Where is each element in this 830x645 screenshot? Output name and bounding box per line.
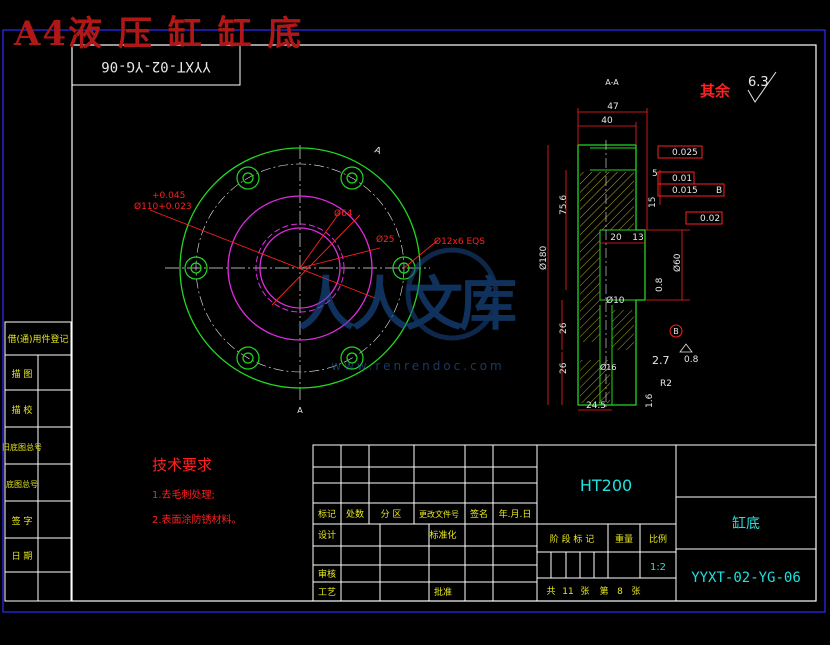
tol-perp: 0.01 (672, 174, 692, 184)
tech-req-item-1: 1.去毛刺处理; (152, 489, 215, 501)
dim-d25: Ø25 (376, 234, 395, 245)
cut-label-bottom: A (297, 406, 303, 415)
front-view: +0.045 Ø110+0.023 Ø64 Ø25 Ø12x6 EQS A A (134, 145, 485, 415)
side-label-3: 旧底图总号 (2, 442, 42, 452)
tol-circ-ref: B (716, 186, 722, 196)
dim-holes: Ø12x6 EQS (434, 236, 485, 247)
dim-d64: Ø64 (334, 208, 353, 219)
tb-design: 设计 (318, 529, 336, 541)
cut-label-top: A (373, 145, 383, 157)
dim-13: 13 (632, 233, 643, 243)
tb-drawing-no: YYXT-02-YG-06 (691, 570, 801, 586)
dim-26b: 26 (559, 362, 569, 374)
section-view: A-A (538, 71, 777, 411)
dim-47: 47 (607, 102, 618, 112)
tb-material: HT200 (580, 476, 632, 495)
drawing-title: A4液 压 缸 缸 底 (14, 14, 304, 54)
tb-header-4: 签名 (470, 508, 488, 520)
side-column: 借(通)用件登记 描 图 描 校 旧底图总号 底图总号 签 字 日 期 (2, 321, 72, 602)
dim-15: 15 (648, 197, 658, 208)
dim-5: 5 (652, 169, 658, 179)
watermark: 人人文库 www.renrendoc.com (297, 247, 520, 373)
title-block (312, 444, 817, 602)
roughness-value: 6.3 (748, 75, 769, 90)
dim-16: Ø16 (600, 362, 616, 372)
dim-26a: 26 (559, 322, 569, 334)
tb-sheet-label: 第 (599, 585, 608, 597)
datum-b: B (673, 327, 679, 336)
tb-sheet: 8 (617, 587, 623, 597)
tb-part-name: 缸底 (732, 515, 760, 532)
dim-75-6: 75.6 (559, 195, 569, 215)
tb-process: 工艺 (318, 587, 336, 598)
tb-standardize: 标准化 (429, 529, 456, 541)
dim-60: Ø60 (672, 253, 683, 272)
tb-total: 11 (562, 587, 573, 597)
tb-scale: 1:2 (650, 562, 666, 573)
tb-header-1: 处数 (346, 508, 364, 520)
side-label-2: 描 校 (12, 404, 33, 416)
tol-circ: 0.015 (672, 186, 698, 196)
dim-10: Ø10 (606, 295, 625, 306)
side-label-4: 底图总号 (6, 479, 38, 489)
side-label-5: 签 字 (12, 515, 33, 527)
watermark-text: 人人文库 (297, 270, 516, 338)
tb-weight: 重量 (615, 533, 633, 545)
tb-review: 审核 (318, 568, 336, 580)
tol-flat: 0.025 (672, 148, 698, 158)
outer-frame (2, 29, 826, 613)
tb-sheet-unit: 张 (631, 586, 640, 597)
roughness-prefix: 其余 (700, 82, 731, 100)
dim-1-6: 1.6 (645, 393, 655, 408)
tb-total-label: 共 (546, 586, 555, 597)
mirrored-code-box: YYXT-02-YG-06 (71, 44, 241, 86)
side-label-0: 借(通)用件登记 (7, 333, 68, 345)
dim-r2: R2 (660, 379, 672, 389)
dim-40: 40 (601, 116, 613, 126)
mirrored-code: YYXT-02-YG-06 (101, 58, 211, 74)
tb-header-2: 分 区 (381, 509, 402, 520)
dim-0-8b: 0.8 (684, 355, 699, 365)
tb-scale-label: 比例 (649, 533, 667, 545)
tb-stage-mark: 阶 段 标 记 (550, 533, 595, 545)
dim-fit-upper: +0.045 (152, 191, 185, 201)
tb-header-5: 年.月.日 (499, 508, 532, 520)
dim-2-7: 2.7 (652, 354, 670, 367)
tb-total-unit: 张 (580, 586, 589, 597)
section-label: A-A (605, 78, 619, 87)
tech-req-title: 技术要求 (152, 456, 212, 474)
tb-approve: 批准 (434, 586, 452, 598)
dim-fit-main: Ø110+0.023 (134, 201, 192, 212)
tech-req-item-2: 2.表面涂防锈材料。 (152, 513, 242, 526)
tb-header-0: 标记 (318, 508, 336, 520)
side-label-6: 日 期 (12, 551, 33, 562)
side-label-1: 描 图 (12, 368, 33, 380)
dim-20: 20 (610, 233, 622, 243)
dim-0-8a: 0.8 (655, 277, 665, 292)
tb-header-3: 更改文件号 (419, 509, 459, 519)
tol-flat2: 0.02 (700, 214, 720, 224)
watermark-url: www.renrendoc.com (331, 359, 504, 373)
dim-24-5: 24.5 (586, 401, 606, 411)
dim-180: Ø180 (538, 245, 549, 270)
